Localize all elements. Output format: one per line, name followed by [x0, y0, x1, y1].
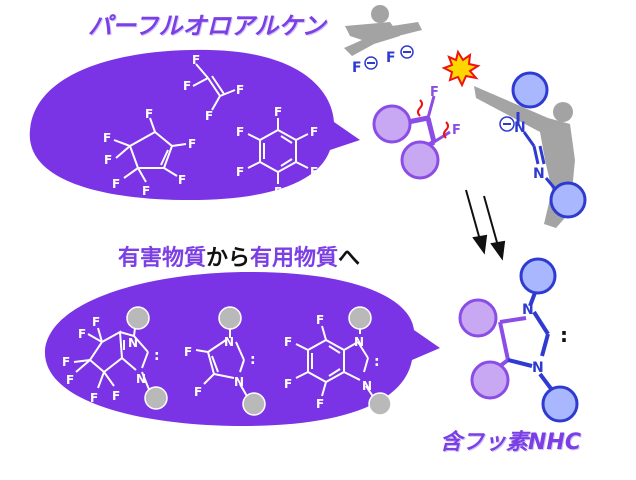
nhc3-gray-substituent-bottom [368, 392, 392, 416]
svg-text:F: F [112, 389, 120, 403]
caption-part-useful: 有用物質 [250, 246, 339, 271]
product-nhc-labels: N N : [522, 302, 568, 376]
svg-text:N: N [224, 335, 234, 349]
svg-text:F: F [316, 397, 324, 411]
svg-text:N: N [532, 360, 544, 376]
fluorinated-nhc-2-labels: N N F F : [184, 335, 256, 399]
svg-text:F: F [274, 105, 282, 119]
caption-part-to: へ [338, 246, 361, 271]
middle-caption: 有害物質から有用物質へ [118, 240, 360, 272]
fluorinated-nhc-1-labels: N N F F F F F F : [62, 315, 160, 405]
top-speech-bubble [29, 49, 360, 200]
svg-text:F: F [192, 53, 200, 67]
attacked-alkene-f-labels: F F [430, 85, 461, 138]
svg-text::: : [250, 352, 256, 368]
svg-text:F: F [104, 153, 112, 167]
svg-text:N: N [234, 375, 244, 389]
svg-text:N: N [514, 120, 526, 136]
fluoride-ions: F F [352, 50, 396, 76]
svg-text:F: F [66, 373, 74, 387]
svg-text:N: N [128, 336, 138, 350]
reaction-arrows [465, 189, 506, 261]
tetrafluoroethylene-f-labels: F F F F [183, 53, 244, 123]
nhc-attacker [499, 71, 587, 219]
svg-text:F: F [316, 313, 324, 327]
nhc-attacker-n-labels: N N [514, 120, 545, 182]
nhc2-gray-substituent-bottom [242, 392, 266, 416]
svg-text:F: F [112, 177, 120, 191]
perfluorocyclopentene-molecule [113, 117, 187, 183]
svg-text:F: F [103, 131, 111, 145]
svg-text:N: N [136, 372, 146, 386]
svg-text:F: F [183, 79, 191, 93]
svg-text:N: N [522, 302, 534, 318]
caption-part-harmful: 有害物質 [118, 246, 207, 271]
svg-text:F: F [452, 123, 461, 138]
hexafluorobenzene-f-labels: F F F F F F [236, 105, 318, 199]
hexafluorobenzene-molecule [247, 118, 309, 184]
svg-text:F: F [310, 165, 318, 179]
svg-text:N: N [362, 379, 372, 393]
svg-text::: : [374, 354, 380, 370]
svg-text:F: F [184, 345, 192, 359]
svg-text:F: F [236, 125, 244, 139]
svg-text:F: F [274, 185, 282, 199]
svg-text:F: F [205, 109, 213, 123]
perfluorocyclopentene-f-labels: F F F F F F F [103, 107, 196, 198]
svg-text:F: F [236, 83, 244, 97]
nhc1-gray-substituent-bottom [144, 386, 168, 410]
svg-text:F: F [430, 85, 439, 100]
svg-text:F: F [142, 184, 150, 198]
svg-text:F: F [178, 173, 186, 187]
svg-text:F: F [188, 137, 196, 151]
svg-text:N: N [354, 335, 364, 349]
product-nhc [458, 257, 579, 423]
attacked-alkene [372, 95, 451, 180]
svg-text:F: F [78, 327, 86, 341]
fighter-silhouette-jumping [344, 5, 422, 56]
fluorinated-nhc-3-labels: N N F F F F : [284, 313, 380, 411]
top-title: パーフルオロアルケン [88, 12, 326, 40]
svg-text:F: F [236, 165, 244, 179]
nhc1-gray-substituent-top [126, 306, 150, 330]
svg-text:F: F [284, 377, 292, 391]
svg-text:F: F [284, 335, 292, 349]
caption-part-from: から [206, 246, 251, 271]
nhc3-gray-substituent-top [348, 306, 372, 330]
svg-text:F: F [310, 125, 318, 139]
svg-text:N: N [533, 166, 545, 182]
fluoride-charges [364, 45, 414, 70]
impact-burst-icon [441, 49, 481, 88]
svg-text:F: F [194, 385, 202, 399]
svg-text::: : [154, 348, 160, 364]
svg-text:F: F [386, 50, 396, 66]
tetrafluoroethylene-molecule [192, 63, 236, 111]
nhc2-gray-substituent-top [218, 306, 242, 330]
svg-text:F: F [62, 355, 70, 369]
fighter-silhouette-kicking [474, 86, 575, 228]
svg-text::: : [560, 323, 568, 347]
svg-text:F: F [352, 60, 362, 76]
fluorinated-nhc-3 [295, 322, 375, 399]
bottom-title: 含フッ素NHC [440, 430, 581, 455]
svg-text:F: F [90, 391, 98, 405]
svg-text:F: F [92, 315, 100, 329]
svg-text:F: F [145, 107, 153, 121]
